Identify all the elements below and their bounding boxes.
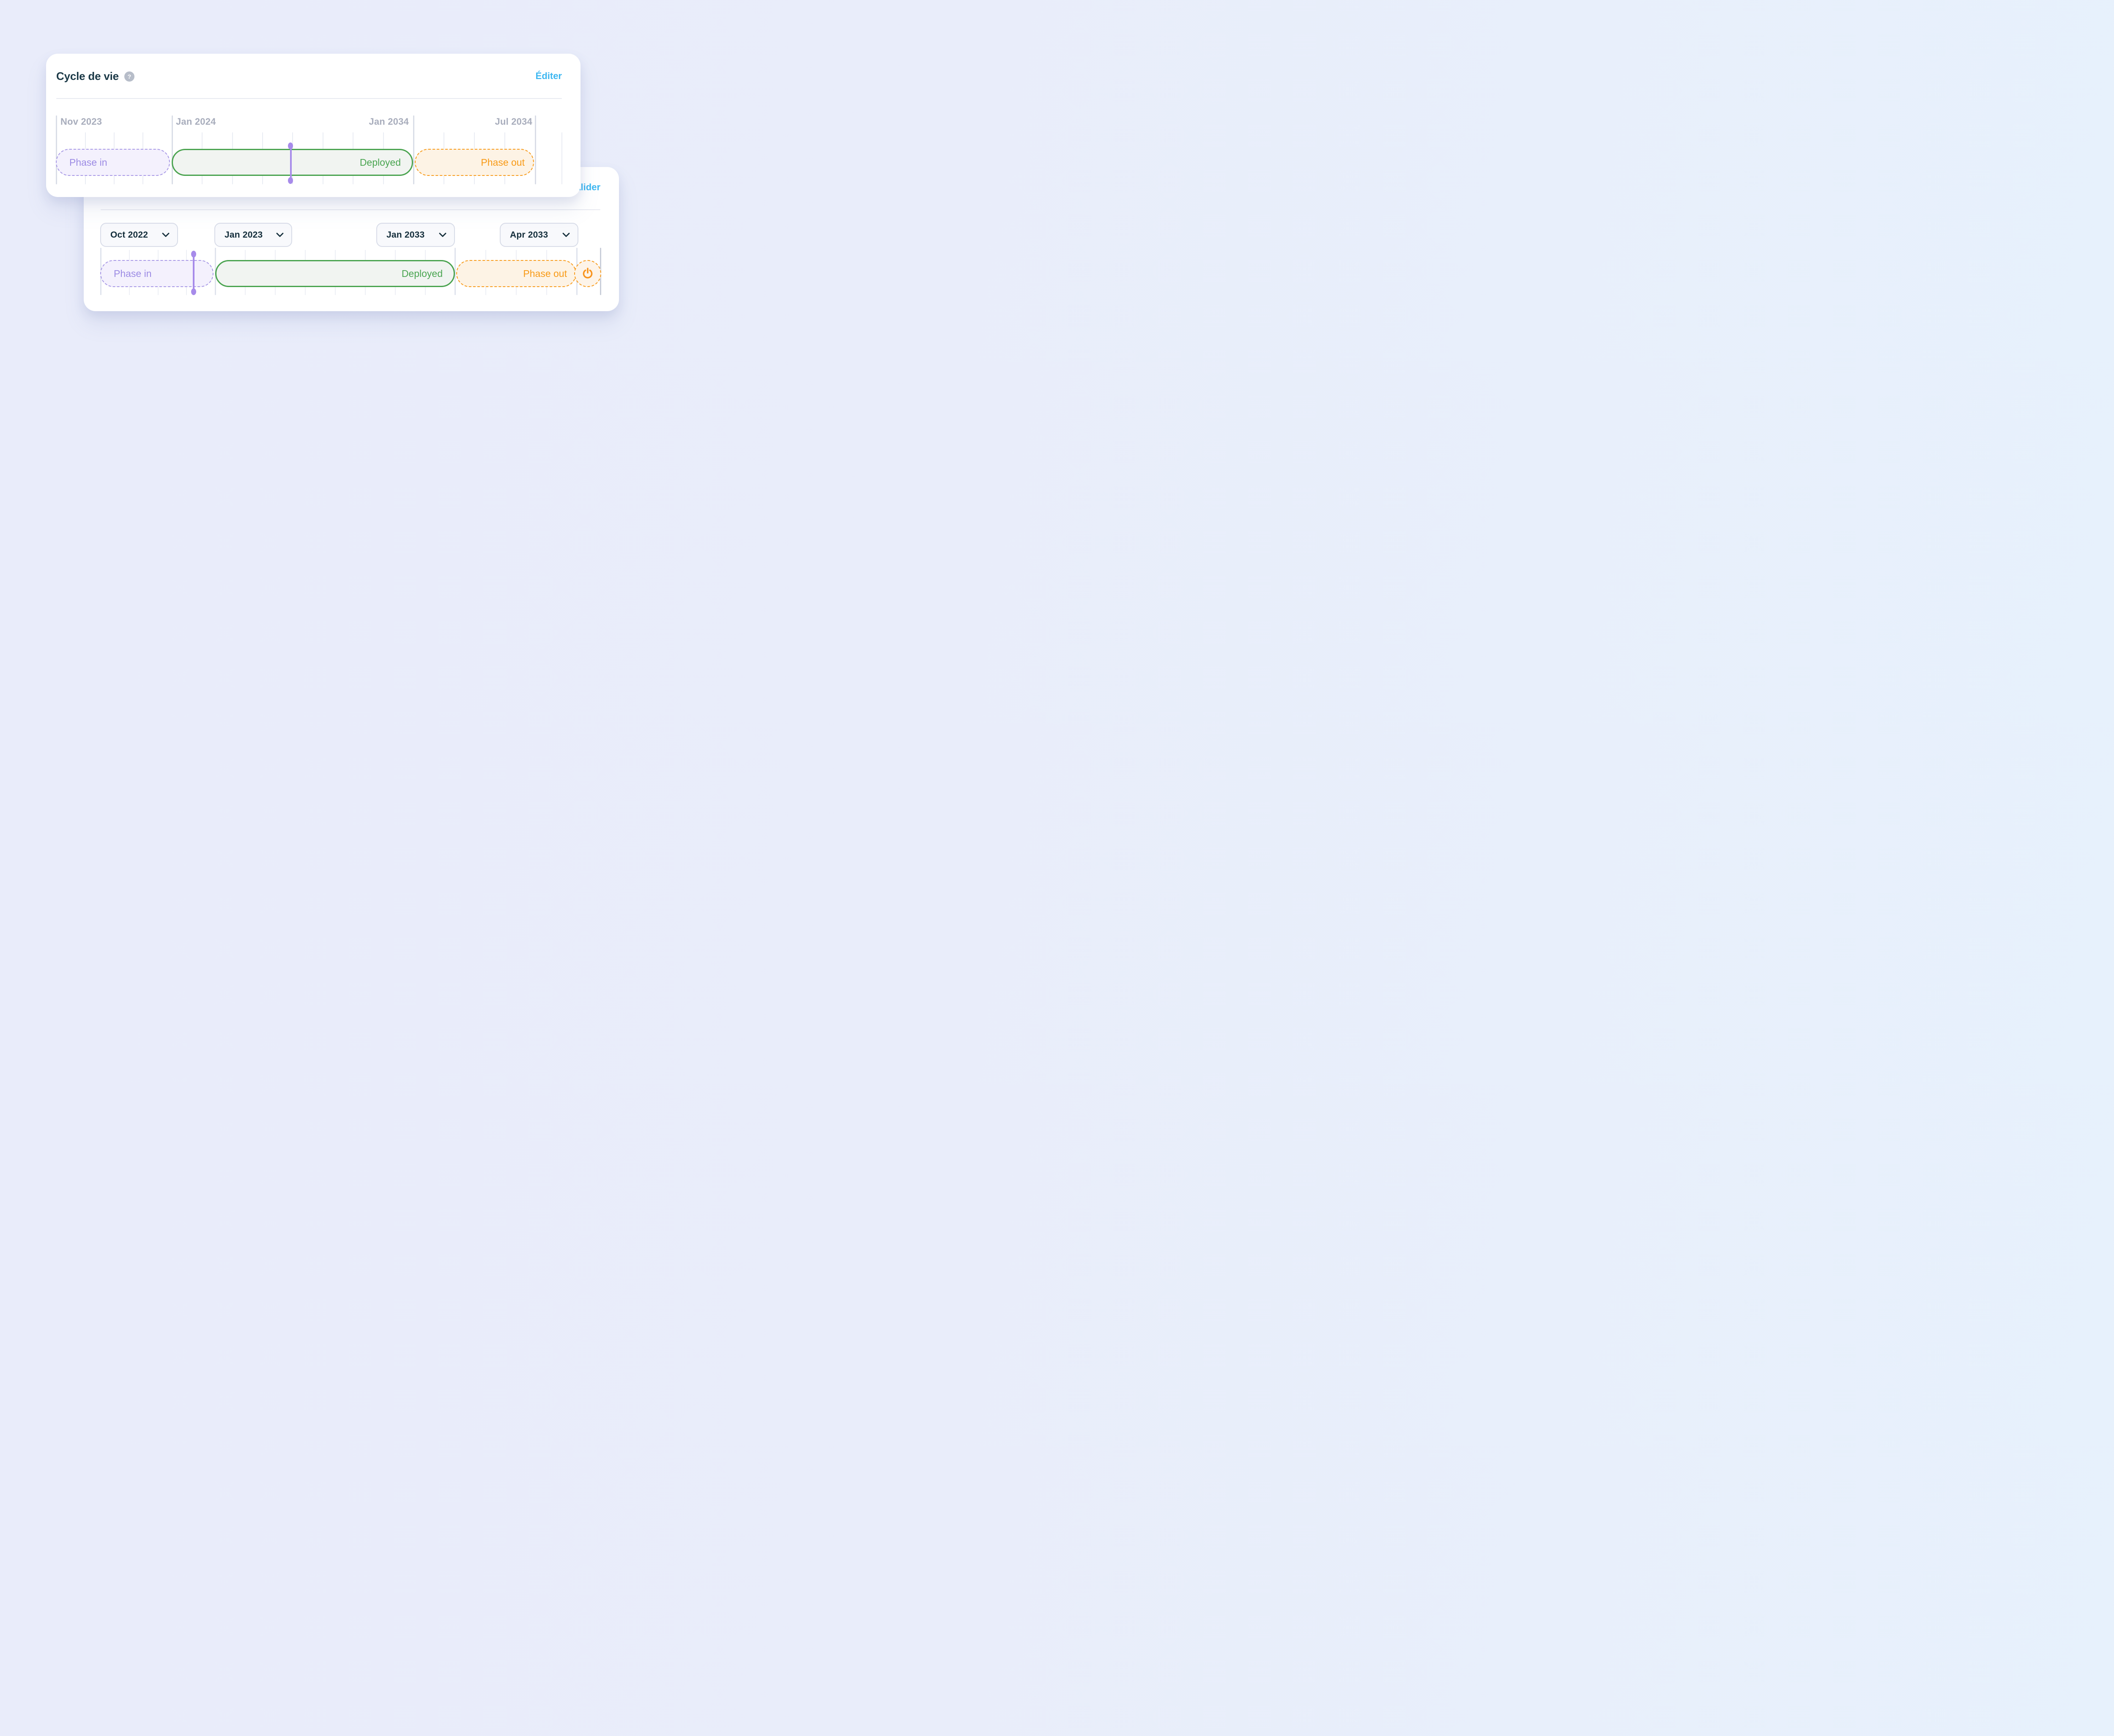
phase-label: Phase in xyxy=(69,156,107,168)
power-icon xyxy=(583,268,593,279)
lifecycle-view-card: Cycle de vie ? Éditer Nov 2023 Jan 2024 … xyxy=(46,54,581,197)
axis-month-label: Jan 2024 xyxy=(176,116,216,127)
today-marker-line xyxy=(193,254,194,294)
deployed-pill: Deployed xyxy=(172,149,413,176)
phase-out-pill: Phase out xyxy=(415,149,534,176)
start-phase-in-dropdown[interactable]: Oct 2022 xyxy=(100,223,178,247)
phase-label: Phase out xyxy=(481,156,525,168)
start-deployed-dropdown[interactable]: Jan 2023 xyxy=(214,223,292,247)
edit-link[interactable]: Éditer xyxy=(535,71,562,81)
end-phase-out-dropdown[interactable]: Apr 2033 xyxy=(500,223,578,247)
phase-out-pill-edit[interactable]: Phase out xyxy=(456,260,576,287)
gridline xyxy=(413,115,414,184)
gridline xyxy=(455,248,456,295)
gridline xyxy=(561,132,562,184)
end-of-life-power-button[interactable] xyxy=(574,260,601,287)
gridline xyxy=(172,115,173,184)
phase-in-pill: Phase in xyxy=(56,149,170,176)
dropdown-value: Jan 2023 xyxy=(225,230,263,240)
header-divider xyxy=(56,98,562,99)
phase-in-pill-edit[interactable]: Phase in xyxy=(100,260,214,287)
gridline xyxy=(535,115,536,184)
phase-label: Phase out xyxy=(523,268,567,279)
chevron-down-icon xyxy=(162,233,170,237)
chevron-down-icon xyxy=(276,233,284,237)
dropdown-value: Oct 2022 xyxy=(110,230,148,240)
dropdown-value: Apr 2033 xyxy=(510,230,548,240)
phase-label: Deployed xyxy=(359,156,401,168)
axis-month-label: Jan 2034 xyxy=(369,116,409,127)
phase-label: Phase in xyxy=(114,268,152,279)
axis-month-label: Nov 2023 xyxy=(60,116,102,127)
deployed-pill-edit[interactable]: Deployed xyxy=(215,260,455,287)
help-icon[interactable]: ? xyxy=(124,71,134,82)
page-background: Valider Oct 2022 Jan 2023 Jan 2033 Apr 2… xyxy=(0,0,658,361)
chevron-down-icon xyxy=(439,233,446,237)
gridline xyxy=(56,115,57,184)
header-divider xyxy=(101,209,600,210)
today-marker-dot xyxy=(191,288,196,295)
today-marker-line xyxy=(290,146,292,181)
start-phase-out-dropdown[interactable]: Jan 2033 xyxy=(376,223,455,247)
dropdown-value: Jan 2033 xyxy=(386,230,425,240)
phase-label: Deployed xyxy=(401,268,443,279)
chevron-down-icon xyxy=(562,233,570,237)
card-title: Cycle de vie xyxy=(56,70,119,82)
axis-month-label: Jul 2034 xyxy=(495,116,532,127)
today-marker-dot xyxy=(288,177,293,184)
